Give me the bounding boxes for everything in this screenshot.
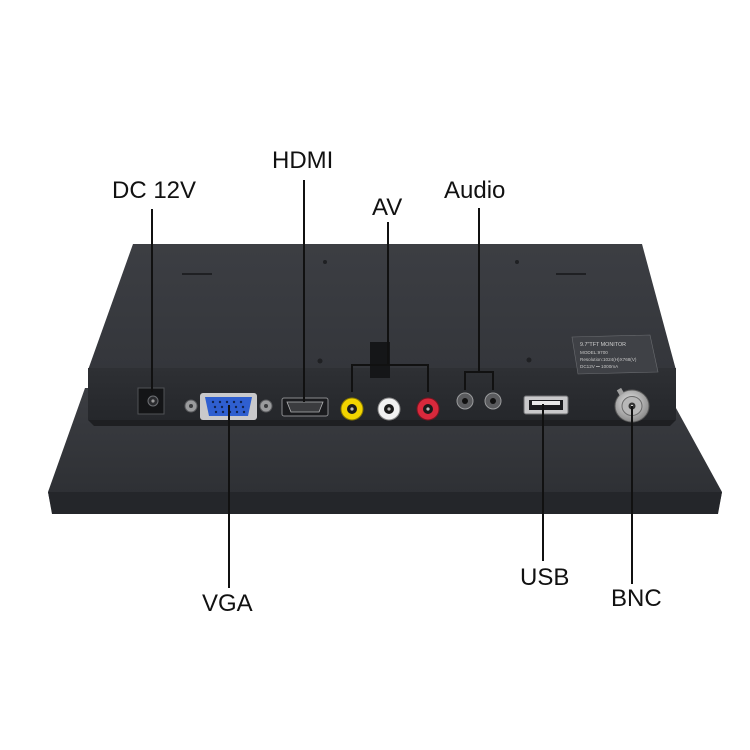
monitor-rear-housing [88,244,676,426]
callout-vga: VGA [202,590,253,617]
callout-usb: USB [520,564,570,591]
sticker-line-3: Resolution:1024(H)X768(V) [580,357,637,362]
callout-audio: Audio [444,177,506,204]
callout-hdmi: HDMI [272,147,334,174]
dc-power-jack [137,387,165,415]
av-jacks [340,397,440,421]
sticker-line-2: MODEL:9700 [580,350,608,355]
callout-bnc: BNC [611,585,662,612]
callout-av: AV [372,194,403,221]
sticker-line-1: 9.7"TFT MONITOR [580,342,626,348]
callout-dc-12v: DC 12V [112,177,197,204]
hdmi-port [281,397,329,417]
usb-port [523,395,569,415]
audio-jacks [456,392,502,410]
spec-sticker: 9.7"TFT MONITOR MODEL:9700 Resolution:10… [571,334,659,375]
sticker-line-4: DC12V ⎓ 1000mA [580,364,619,369]
callout-leader-lines [151,180,633,588]
